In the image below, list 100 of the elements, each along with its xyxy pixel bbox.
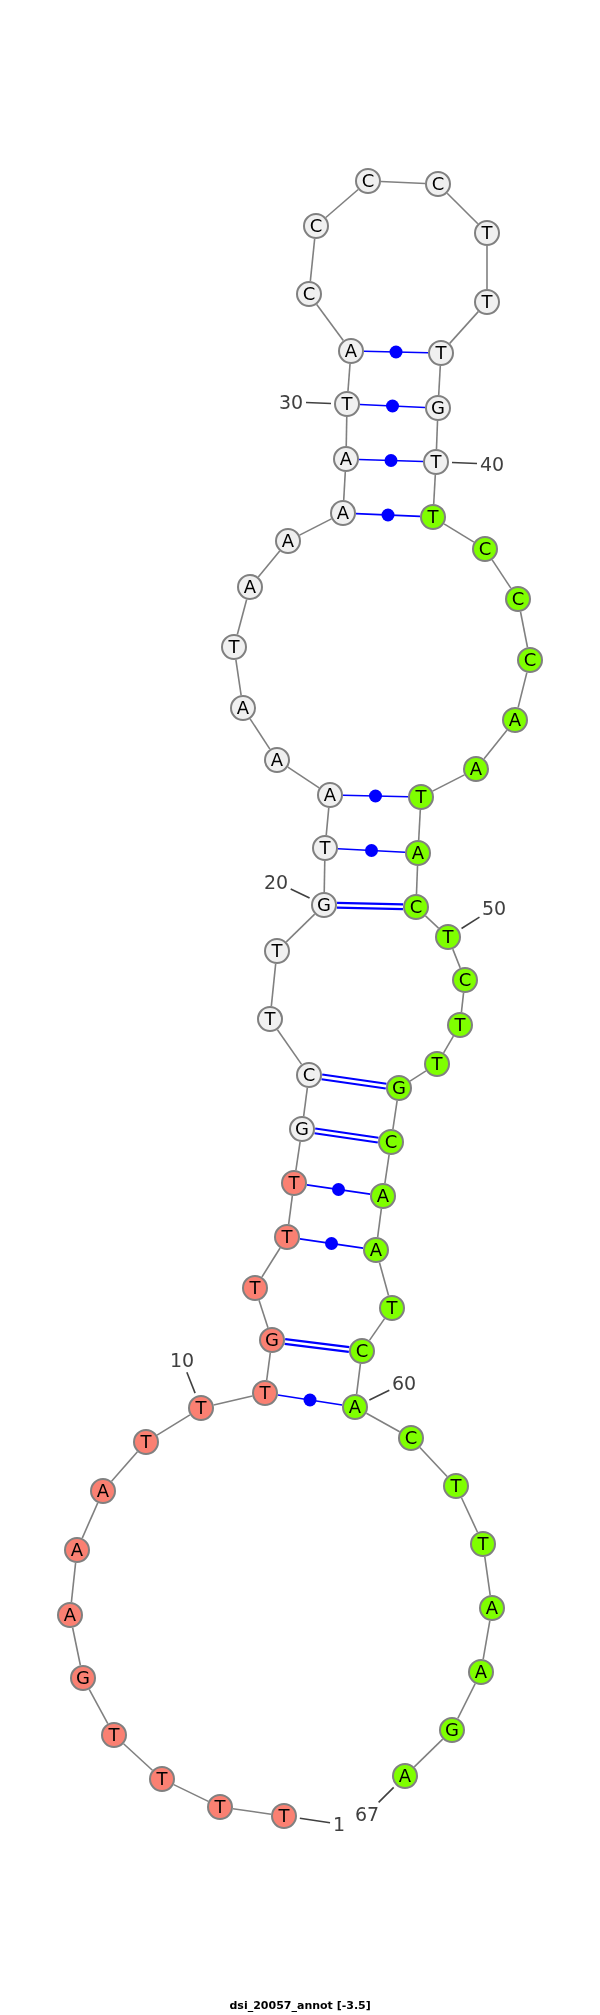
nucleotide-circle: A — [342, 1394, 368, 1420]
nucleotide-circle: T — [470, 1531, 496, 1557]
leader-line — [289, 888, 311, 899]
backbone-line — [484, 1556, 491, 1596]
backbone-line — [88, 1688, 109, 1725]
backbone-line — [287, 1195, 294, 1225]
backbone-line — [287, 766, 320, 789]
leader-line — [186, 1371, 196, 1394]
backbone-line — [261, 1247, 281, 1278]
backbone-line — [325, 188, 359, 219]
nucleotide-circle: T — [188, 1395, 214, 1421]
backbone-line — [235, 659, 242, 696]
nucleotide-circle: T — [435, 924, 461, 950]
base-pair-line — [284, 1338, 350, 1353]
backbone-line — [460, 1497, 479, 1533]
backbone-line — [315, 303, 345, 342]
nucleotide-circle: G — [70, 1665, 96, 1691]
backbone-line — [156, 1414, 191, 1436]
nucleotide-circle: T — [312, 835, 338, 861]
nucleotide-circle: C — [296, 281, 322, 307]
backbone-line — [295, 1141, 301, 1171]
nucleotide-circle: A — [264, 747, 290, 773]
nucleotide-circle: A — [57, 1602, 83, 1628]
backbone-line — [355, 1363, 362, 1395]
base-pair-line — [277, 1394, 343, 1406]
backbone-line — [519, 610, 529, 649]
backbone-line — [460, 992, 465, 1013]
nucleotide-circle: T — [242, 1275, 268, 1301]
nucleotide-circle: C — [303, 213, 329, 239]
position-number: 67 — [355, 1804, 380, 1824]
base-pair-line — [355, 512, 421, 518]
nucleotide-circle: T — [474, 220, 500, 246]
nucleotide-circle: C — [355, 168, 381, 194]
nucleotide-circle: T — [408, 784, 434, 810]
position-number: 20 — [264, 872, 289, 892]
nucleotide-circle: A — [502, 707, 528, 733]
backbone-line — [380, 180, 426, 185]
backbone-line — [483, 729, 508, 760]
backbone-line — [236, 598, 248, 636]
base-pair-line — [358, 458, 424, 463]
leader-line — [299, 1817, 331, 1824]
backbone-line — [437, 365, 442, 396]
backbone-line — [172, 1783, 210, 1803]
nucleotide-circle: A — [370, 1183, 396, 1209]
nucleotide-circle: T — [474, 289, 500, 315]
backbone-line — [302, 1087, 309, 1117]
backbone-line — [446, 192, 479, 225]
nucleotide-circle: A — [405, 840, 431, 866]
nucleotide-circle: G — [311, 892, 337, 918]
backbone-line — [419, 1446, 448, 1478]
nucleotide-circle: T — [423, 449, 449, 475]
nucleotide-circle: T — [149, 1766, 175, 1792]
backbone-line — [298, 518, 333, 536]
backbone-line — [435, 420, 439, 450]
nucleotide-circle: C — [403, 894, 429, 920]
nucleotide-circle: T — [334, 391, 360, 417]
backbone-line — [232, 1808, 272, 1815]
backbone-line — [482, 1620, 491, 1660]
nucleotide-circle: T — [274, 1224, 300, 1250]
nucleotide-circle: T — [424, 1051, 450, 1077]
position-number: 10 — [170, 1350, 195, 1370]
backbone-line — [347, 363, 351, 392]
backbone-line — [486, 245, 488, 290]
leader-line — [305, 401, 332, 405]
base-pair-line — [359, 403, 426, 409]
base-pair-line — [314, 1127, 379, 1144]
nucleotide-circle: T — [281, 1170, 307, 1196]
leader-line — [377, 1786, 395, 1804]
base-pair-line — [342, 794, 409, 798]
nucleotide-circle: C — [296, 1062, 322, 1088]
backbone-line — [257, 550, 281, 578]
base-pair-line — [337, 847, 406, 854]
base-pair-line — [336, 901, 404, 911]
backbone-line — [71, 1626, 82, 1667]
backbone-line — [309, 238, 316, 282]
position-number: 30 — [279, 392, 304, 412]
nucleotide-circle: T — [428, 340, 454, 366]
backbone-line — [417, 809, 422, 841]
backbone-line — [323, 860, 326, 893]
nucleotide-circle: A — [333, 446, 359, 472]
nucleotide-circle: T — [443, 1473, 469, 1499]
nucleotide-circle: T — [221, 634, 247, 660]
backbone-line — [415, 865, 419, 895]
nucleotide-circle: A — [317, 782, 343, 808]
leader-line — [460, 916, 481, 930]
nucleotide-circle: C — [505, 586, 531, 612]
backbone-line — [424, 915, 440, 929]
backbone-line — [110, 1450, 139, 1483]
nucleotide-circle: T — [420, 504, 446, 530]
base-pair-line — [363, 350, 429, 354]
nucleotide-circle: C — [472, 536, 498, 562]
nucleotide-circle: T — [271, 1803, 297, 1829]
backbone-line — [365, 1412, 401, 1433]
backbone-line — [345, 416, 348, 447]
nucleotide-circle: T — [252, 1380, 278, 1406]
nucleotide-circle: G — [425, 395, 451, 421]
backbone-line — [70, 1562, 77, 1603]
nucleotide-circle: T — [264, 938, 290, 964]
backbone-line — [409, 1070, 427, 1082]
leader-line — [368, 1389, 391, 1401]
